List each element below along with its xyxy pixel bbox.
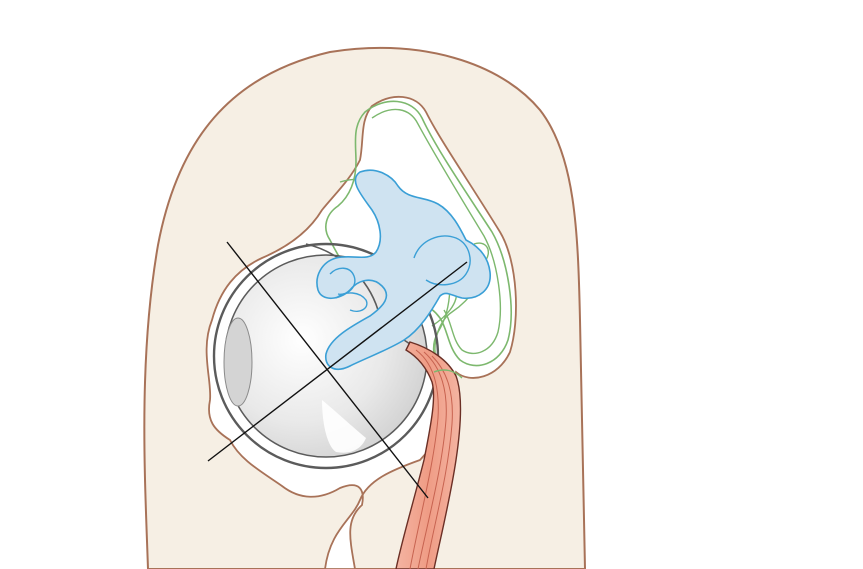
eyeball-highlight [322,400,366,453]
periorbita-inner [371,108,502,355]
blue-structure [316,169,491,370]
orbital-axis-line [207,261,468,462]
blue-structure-loop [413,235,471,286]
tendon-strand [433,369,463,379]
cornea-bulge [223,317,253,407]
blue-structure-loop [335,292,368,312]
muscle-fiber [425,355,453,569]
extraocular-muscle [395,341,462,569]
muscle-fiber [409,349,439,569]
periorbita-outline [325,100,512,367]
tendon-strand [473,242,490,261]
